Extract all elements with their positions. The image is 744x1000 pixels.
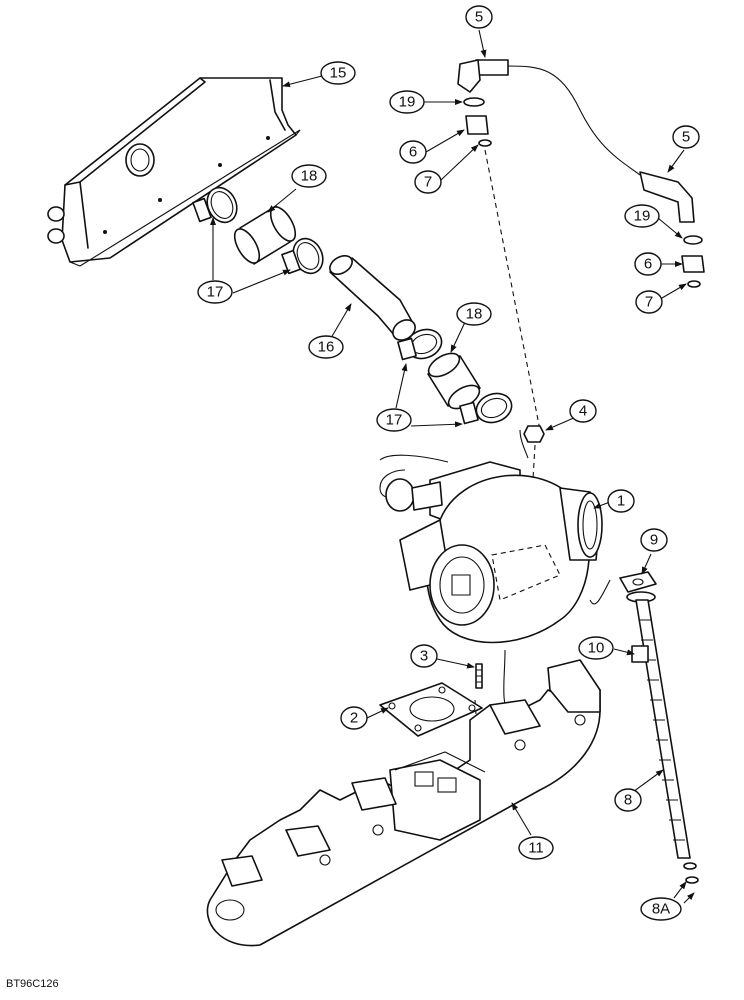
svg-text:16: 16 <box>318 339 335 356</box>
svg-text:6: 6 <box>644 256 652 273</box>
svg-text:1: 1 <box>617 493 625 510</box>
lower-hose-clamp-a <box>397 328 443 361</box>
upper-hose-clamp <box>192 186 238 224</box>
callout-10: 10 <box>578 636 614 660</box>
callout-11: 11 <box>518 836 554 860</box>
right-fittings <box>681 235 705 288</box>
callout-3: 3 <box>410 644 438 668</box>
callout-9: 9 <box>640 528 668 552</box>
figure-reference-code: BT96C126 <box>6 978 59 990</box>
svg-text:19: 19 <box>634 208 651 225</box>
lower-hose-clamp-b <box>459 392 513 425</box>
callout-19-right: 19 <box>624 204 660 228</box>
svg-text:17: 17 <box>207 284 224 301</box>
turbo-gasket-part <box>379 682 483 737</box>
svg-text:8A: 8A <box>652 901 670 918</box>
svg-text:3: 3 <box>420 648 428 665</box>
callout-18-lower: 18 <box>456 302 492 326</box>
svg-text:4: 4 <box>579 403 587 420</box>
callout-2: 2 <box>340 706 368 730</box>
svg-text:17: 17 <box>386 412 403 429</box>
callout-8: 8 <box>614 788 642 812</box>
nut-part <box>523 425 545 443</box>
callout-4: 4 <box>569 399 597 423</box>
callout-1: 1 <box>607 489 635 513</box>
callout-5-top: 5 <box>465 5 493 29</box>
oil-supply-line <box>457 59 695 223</box>
callout-18-upper: 18 <box>291 164 327 188</box>
callout-17-upper: 17 <box>197 280 233 304</box>
svg-text:7: 7 <box>424 174 432 191</box>
callout-6-right: 6 <box>634 252 662 276</box>
svg-text:5: 5 <box>682 129 690 146</box>
callout-5-right: 5 <box>672 125 700 149</box>
svg-text:10: 10 <box>588 640 605 657</box>
svg-text:8: 8 <box>624 792 632 809</box>
air-tube-part <box>329 255 416 341</box>
callout-19-top: 19 <box>389 90 425 114</box>
turbocharger-part <box>385 461 603 644</box>
lower-hose-sleeve <box>427 352 481 410</box>
upper-hose-sleeve <box>233 205 297 265</box>
svg-text:15: 15 <box>330 65 347 82</box>
svg-text:7: 7 <box>645 294 653 311</box>
upper-fittings <box>463 97 492 147</box>
intercooler-part <box>47 77 301 267</box>
callout-6-top: 6 <box>399 140 427 164</box>
callout-7-top: 7 <box>414 170 442 194</box>
exhaust-manifold-part <box>206 659 601 947</box>
svg-text:18: 18 <box>301 168 318 185</box>
leader-lines <box>210 29 695 904</box>
drain-gasket-part <box>619 571 657 593</box>
svg-text:11: 11 <box>528 840 544 857</box>
svg-text:5: 5 <box>475 9 483 26</box>
svg-text:6: 6 <box>409 144 417 161</box>
callout-16: 16 <box>308 335 344 359</box>
svg-text:19: 19 <box>399 94 416 111</box>
svg-text:18: 18 <box>466 306 483 323</box>
callout-15: 15 <box>320 61 356 85</box>
callout-8a: 8A <box>640 897 682 921</box>
stud-part <box>475 663 483 689</box>
middle-hose-clamp <box>281 237 324 275</box>
callout-17-lower: 17 <box>376 408 412 432</box>
callout-7-right: 7 <box>635 290 663 314</box>
connector-10-part <box>631 645 649 663</box>
svg-text:2: 2 <box>350 710 358 727</box>
svg-text:9: 9 <box>650 532 658 549</box>
oil-drain-tube-part <box>626 591 699 884</box>
